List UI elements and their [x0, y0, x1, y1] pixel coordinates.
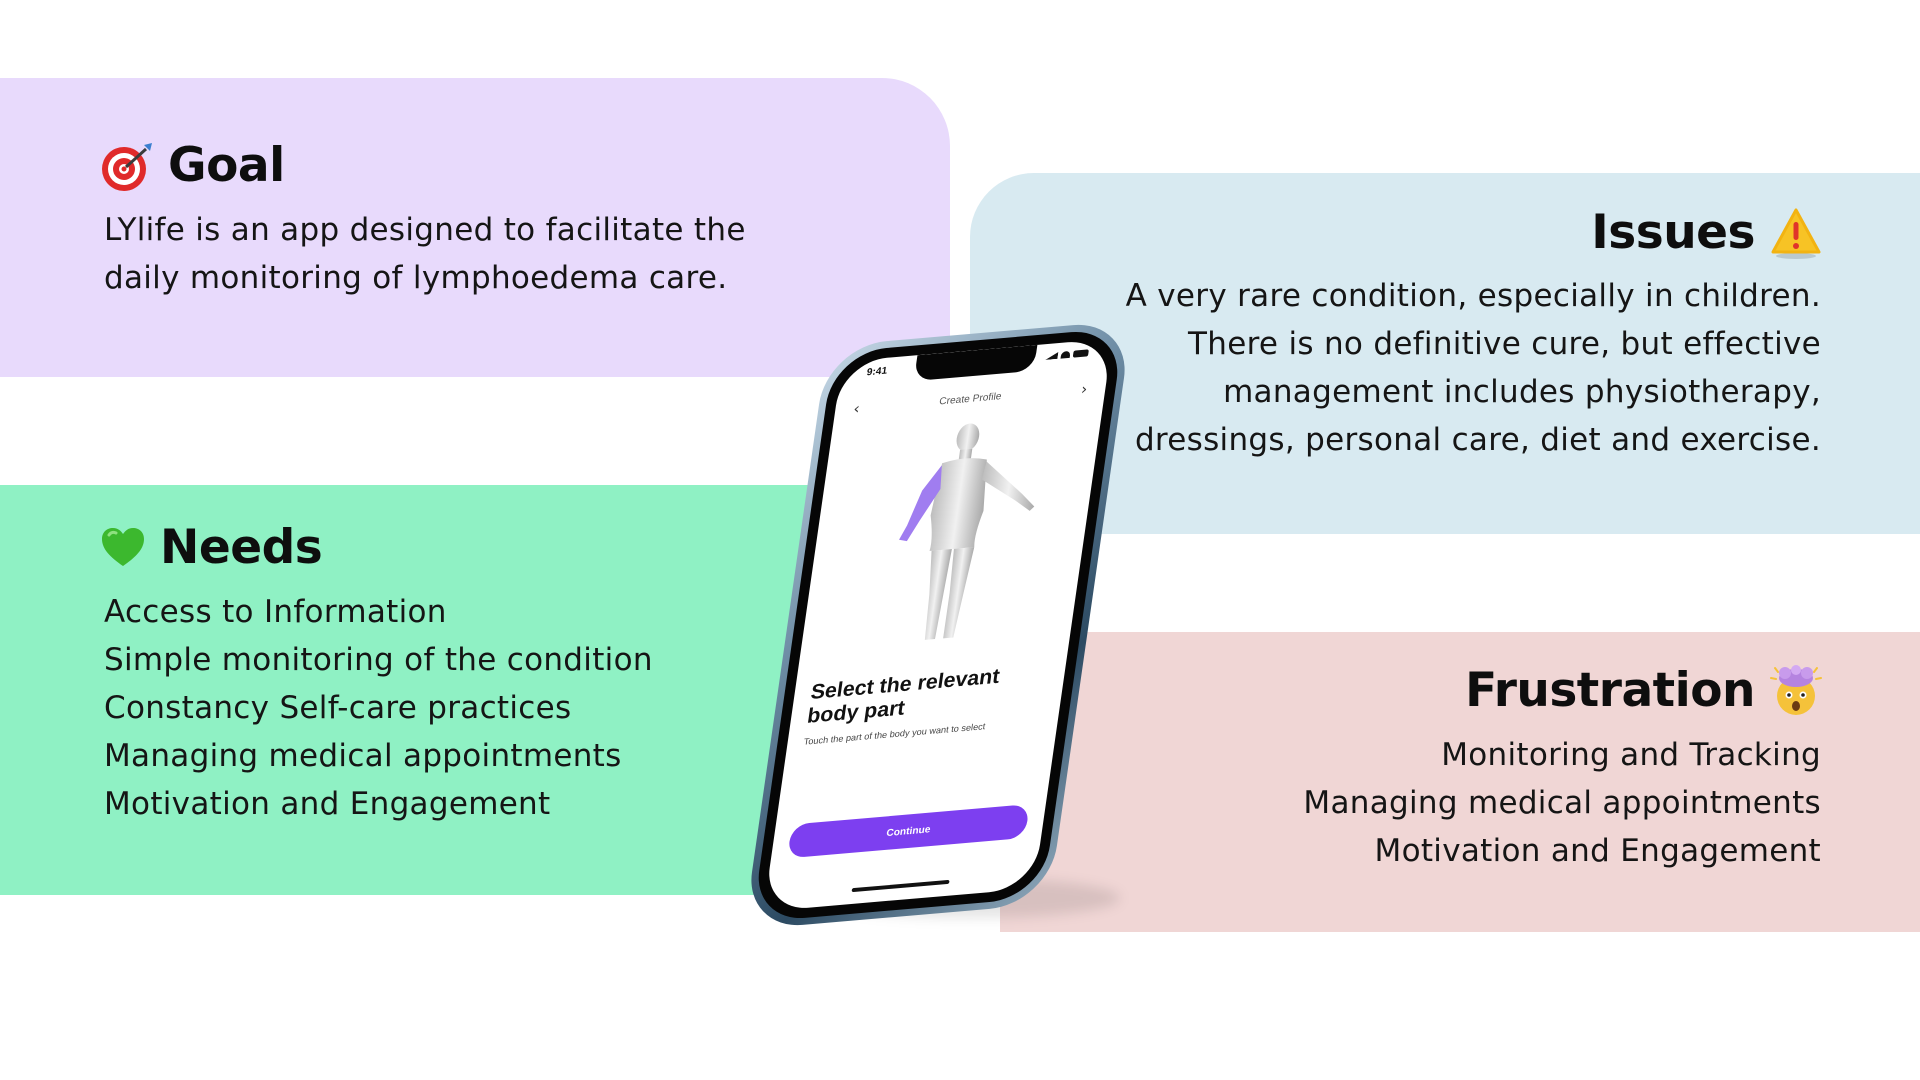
warning-icon: [1769, 206, 1823, 260]
goal-description: LYlife is an app designed to facilitate …: [104, 206, 746, 302]
phone-notch: [913, 344, 1038, 382]
phone-frame: 9:41 ‹ Create Profile ›: [743, 320, 1133, 930]
continue-button[interactable]: Continue: [787, 804, 1030, 859]
status-time: 9:41: [865, 365, 888, 379]
issues-card: [970, 173, 1920, 534]
goal-title: Goal: [168, 138, 285, 193]
goal-card: [0, 78, 950, 377]
needs-list: Access to Information Simple monitoring …: [104, 588, 653, 828]
screen-title: Select the relevant body part: [806, 665, 1001, 729]
frustration-item: Managing medical appointments: [1303, 785, 1821, 821]
frustration-title: Frustration: [1465, 663, 1755, 718]
body-model-figure[interactable]: [840, 408, 1076, 655]
issues-heading: Issues: [1591, 205, 1823, 260]
needs-item: Access to Information: [104, 594, 447, 630]
status-icons: [1045, 349, 1089, 360]
exploding-head-icon: [1769, 664, 1823, 718]
needs-heading: Needs: [100, 520, 323, 575]
phone-screen: 9:41 ‹ Create Profile ›: [763, 338, 1113, 912]
green-heart-icon: [100, 525, 146, 571]
needs-item: Managing medical appointments: [104, 738, 622, 774]
issues-line: There is no definitive cure, but effecti…: [1188, 326, 1821, 362]
frustration-card: [1000, 632, 1920, 932]
wifi-icon: [1060, 350, 1071, 359]
goal-line: LYlife is an app designed to facilitate …: [104, 212, 746, 248]
issues-line: dressings, personal care, diet and exerc…: [1134, 422, 1821, 458]
signal-icon: [1045, 352, 1058, 360]
frustration-heading: Frustration: [1465, 663, 1823, 718]
goal-heading: Goal: [100, 138, 285, 193]
needs-card: [0, 485, 860, 895]
frustration-list: Monitoring and Tracking Managing medical…: [1303, 731, 1821, 875]
issues-title: Issues: [1591, 205, 1755, 260]
goal-line: daily monitoring of lymphoedema care.: [104, 260, 728, 296]
issues-line: A very rare condition, especially in chi…: [1125, 278, 1821, 314]
issues-line: management includes physiotherapy,: [1223, 374, 1821, 410]
target-icon: [100, 139, 154, 193]
battery-icon: [1072, 349, 1089, 358]
needs-item: Motivation and Engagement: [104, 786, 551, 822]
needs-title: Needs: [160, 520, 323, 575]
frustration-item: Motivation and Engagement: [1374, 833, 1821, 869]
phone-bezel: 9:41 ‹ Create Profile ›: [751, 327, 1125, 923]
issues-description: A very rare condition, especially in chi…: [1126, 272, 1821, 464]
needs-item: Constancy Self-care practices: [104, 690, 572, 726]
home-indicator: [851, 879, 950, 893]
phone-mockup: 9:41 ‹ Create Profile ›: [700, 318, 1170, 930]
needs-item: Simple monitoring of the condition: [104, 642, 653, 678]
frustration-item: Monitoring and Tracking: [1441, 737, 1821, 773]
